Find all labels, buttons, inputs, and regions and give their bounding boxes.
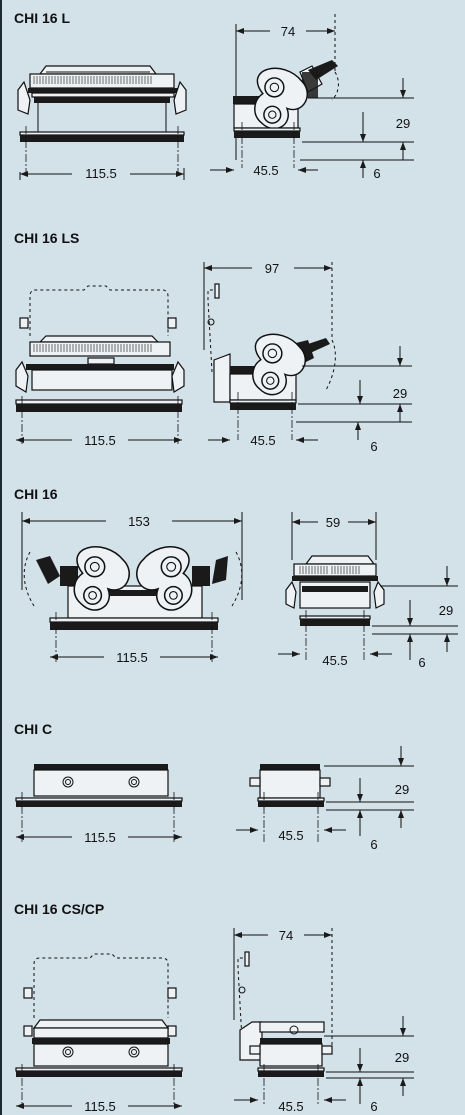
dimension-chi-16-height: 29 6 bbox=[372, 566, 458, 670]
dimension-chi-16-cs-cp-top: 74 bbox=[234, 928, 332, 943]
dim-label-chi-16-ls-top: 97 bbox=[265, 261, 279, 276]
dimension-chi-16-ls-width: 115.5 bbox=[16, 433, 182, 448]
dim-label-chi-16-cs-cp-depth: 45.5 bbox=[278, 1099, 303, 1114]
dim-label-chi-c-base: 6 bbox=[370, 837, 377, 852]
dim-label-chi-16-cs-cp-width: 115.5 bbox=[84, 1099, 116, 1114]
dimension-chi-16-l-depth: 45.5 bbox=[210, 163, 318, 178]
drawing-chi-16-side bbox=[285, 512, 385, 660]
dim-label-chi-16-width: 115.5 bbox=[116, 650, 148, 665]
drawing-chi-16-ls-front bbox=[15, 285, 185, 444]
dimension-chi-c-width: 115.5 bbox=[16, 830, 182, 845]
dim-label-chi-16-l-depth: 45.5 bbox=[253, 163, 278, 178]
dimension-chi-16-width: 115.5 bbox=[50, 650, 218, 665]
drawing-chi-c-side bbox=[249, 764, 331, 842]
dim-label-chi-16-l-top: 74 bbox=[281, 24, 295, 39]
dim-label-chi-16-ls-width: 115.5 bbox=[84, 433, 116, 448]
dim-label-chi-16-l-width: 115.5 bbox=[85, 166, 117, 181]
dim-label-chi-c-height: 29 bbox=[395, 782, 409, 797]
dimension-chi-16-top-59: 59 bbox=[292, 515, 376, 530]
dim-label-chi-16-ls-depth: 45.5 bbox=[250, 433, 275, 448]
dim-label-chi-16-depth: 45.5 bbox=[322, 653, 347, 668]
drawing-chi-16-front bbox=[21, 512, 243, 662]
dimension-chi-16-cs-cp-depth: 45.5 bbox=[234, 1097, 346, 1114]
dimension-chi-16-l-width: 115.5 bbox=[19, 166, 185, 181]
dim-label-chi-16-top2: 59 bbox=[326, 515, 340, 530]
dim-label-chi-16-base: 6 bbox=[418, 655, 425, 670]
dim-label-chi-16-l-base: 6 bbox=[373, 166, 380, 181]
drawing-chi-c-front bbox=[15, 764, 183, 842]
dim-label-chi-16-cs-cp-base: 6 bbox=[370, 1099, 377, 1114]
dim-label-chi-16-cs-cp-top: 74 bbox=[279, 928, 293, 943]
dimension-chi-16-depth: 45.5 bbox=[278, 651, 392, 668]
dim-label-chi-16-ls-height: 29 bbox=[393, 386, 407, 401]
dim-label-chi-16-cs-cp-height: 29 bbox=[395, 1050, 409, 1065]
dim-label-chi-c-depth: 45.5 bbox=[278, 828, 303, 843]
dim-label-chi-16-l-height: 29 bbox=[396, 116, 410, 131]
dim-label-chi-16-height: 29 bbox=[439, 603, 453, 618]
drawing-chi-16-cs-cp-side bbox=[233, 928, 333, 1106]
dim-label-chi-16-top: 153 bbox=[128, 514, 150, 529]
dim-label-chi-16-ls-base: 6 bbox=[370, 439, 377, 454]
drawing-chi-16-cs-cp-front bbox=[15, 953, 183, 1106]
section-title-chi-16-cs-cp: CHI 16 CS/CP bbox=[14, 901, 105, 917]
dimension-chi-16-top-153: 153 bbox=[22, 514, 242, 529]
section-title-chi-c: CHI C bbox=[14, 721, 53, 737]
drawing-chi-16-l-side bbox=[233, 14, 339, 168]
section-title-chi-16: CHI 16 bbox=[14, 486, 58, 502]
dimension-chi-16-l-top: 74 bbox=[236, 24, 335, 39]
dimension-chi-c-height: 29 6 bbox=[324, 746, 414, 852]
dim-label-chi-c-width: 115.5 bbox=[84, 830, 116, 845]
drawing-chi-16-ls-side bbox=[203, 262, 336, 440]
dimension-chi-16-cs-cp-width: 115.5 bbox=[16, 1099, 182, 1114]
section-title-chi-16-l: CHI 16 L bbox=[14, 10, 71, 26]
dimension-chi-16-cs-cp-height: 29 6 bbox=[324, 1016, 414, 1114]
dimension-chi-16-ls-depth: 45.5 bbox=[208, 433, 318, 448]
dimension-chi-16-l-height: 29 6 bbox=[300, 78, 414, 181]
dimension-chi-16-ls-height: 29 6 bbox=[296, 346, 412, 454]
dimension-chi-16-ls-top: 97 bbox=[204, 261, 332, 276]
section-title-chi-16-ls: CHI 16 LS bbox=[14, 230, 80, 246]
drawing-chi-16-l-front bbox=[17, 65, 187, 178]
dimension-chi-c-depth: 45.5 bbox=[236, 827, 346, 843]
